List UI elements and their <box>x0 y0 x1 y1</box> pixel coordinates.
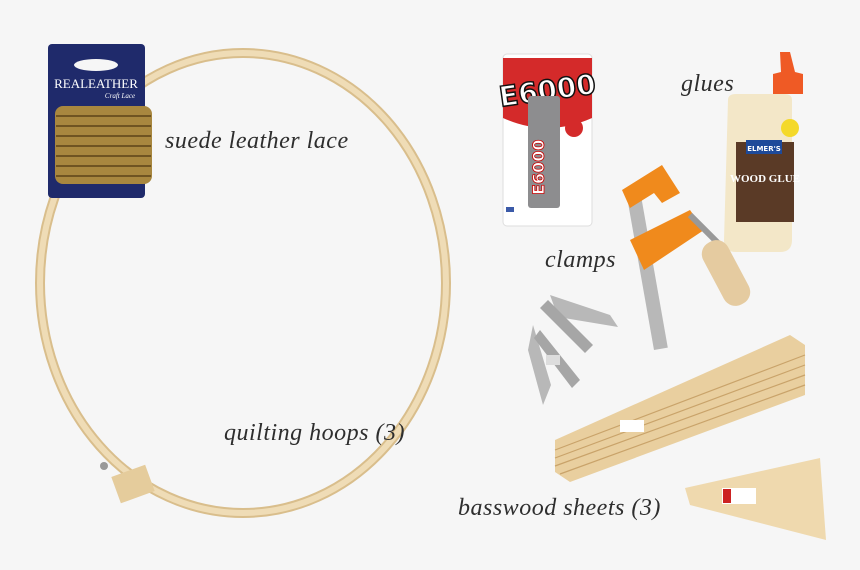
quilting-hoops-label: quilting hoops (3) <box>224 420 405 446</box>
svg-text:ELMER'S: ELMER'S <box>747 145 781 153</box>
svg-text:WOOD GLUE: WOOD GLUE <box>730 173 800 185</box>
clamps-label: clamps <box>545 247 616 273</box>
realeather-lace-package: REALEATHER Craft Lace <box>48 44 152 198</box>
realeather-logo: REALEATHER <box>54 76 138 91</box>
e6000-glue-package: E6000 E6000 <box>496 53 598 227</box>
basswood-sheets <box>554 335 826 540</box>
svg-text:Craft Lace: Craft Lace <box>105 92 135 100</box>
basswood-sheets-label: basswood sheets (3) <box>458 495 661 521</box>
glues-label: glues <box>681 71 735 97</box>
elmers-wood-glue-bottle: ELMER'S WOOD GLUE <box>724 52 803 252</box>
svg-text:E6000: E6000 <box>529 140 548 195</box>
bar-clamp <box>622 165 751 351</box>
suede-leather-lace-label: suede leather lace <box>165 128 349 154</box>
spring-clamps <box>528 295 618 405</box>
quilting-hoop <box>35 48 451 518</box>
